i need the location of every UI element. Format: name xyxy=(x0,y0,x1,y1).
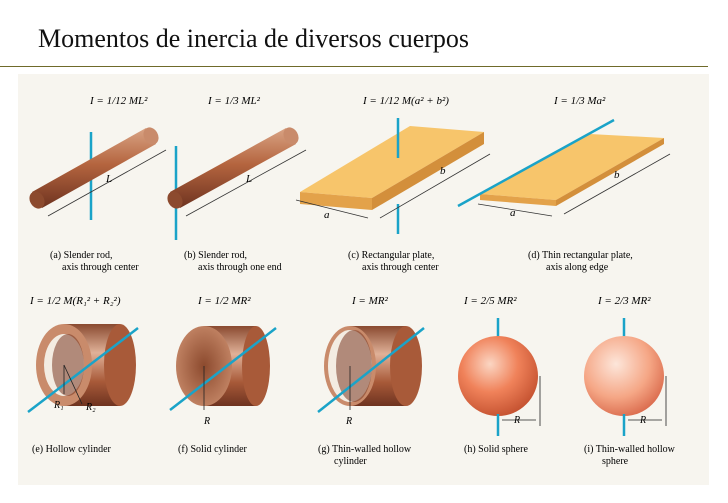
rotation-axis xyxy=(317,327,425,413)
rotation-axis xyxy=(457,118,615,208)
formula-e: I = 1/2 M(R₁² + R₂²) xyxy=(29,295,121,307)
caption-g-line1: (g) Thin-walled hollow xyxy=(318,444,412,455)
rectangular-plate-center: a b xyxy=(295,118,491,234)
solid-cylinder: R xyxy=(169,326,277,427)
hollow-cylinder: R₁ R₂ xyxy=(27,324,139,413)
height-label: b xyxy=(614,169,620,181)
caption-a-line1: (a) Slender rod, xyxy=(50,250,112,261)
radius-label: R xyxy=(639,415,646,426)
caption-f-line1: (f) Solid cylinder xyxy=(178,444,248,455)
hollow-sphere: R xyxy=(584,318,667,436)
caption-i-line1: (i) Thin-walled hollow xyxy=(584,444,676,455)
radius-label: R xyxy=(345,416,352,427)
formula-g: I = MR² xyxy=(351,295,388,307)
caption-d-line2: axis along edge xyxy=(546,262,609,273)
length-label: L xyxy=(105,173,112,185)
formula-b: I = 1/3 ML² xyxy=(207,95,261,107)
slender-rod-center: L xyxy=(29,127,167,220)
height-label: b xyxy=(440,165,446,177)
caption-e-line1: (e) Hollow cylinder xyxy=(32,444,112,455)
formula-c: I = 1/12 M(a² + b²) xyxy=(362,95,449,107)
solid-sphere: R xyxy=(458,318,541,436)
rotation-axis xyxy=(27,327,139,413)
caption-d-line1: (d) Thin rectangular plate, xyxy=(528,250,633,261)
caption-b-line2: axis through one end xyxy=(198,262,282,273)
caption-i-line2: sphere xyxy=(602,456,629,467)
radius-label: R xyxy=(203,416,210,427)
caption-b-line1: (b) Slender rod, xyxy=(184,250,247,261)
radius-label: R xyxy=(513,415,520,426)
outer-radius-label: R₂ xyxy=(85,402,96,413)
inner-radius-label: R₁ xyxy=(53,400,64,411)
formula-a: I = 1/12 ML² xyxy=(89,95,148,107)
page-title: Momentos de inercia de diversos cuerpos xyxy=(38,24,470,53)
rotation-axis xyxy=(169,327,277,411)
caption-g-line2: cylinder xyxy=(334,456,367,467)
slender-rod-end: L xyxy=(167,127,307,240)
formula-h: I = 2/5 MR² xyxy=(463,295,517,307)
inertia-figure: I = 1/12 ML² I = 1/3 ML² I = 1/12 M(a² +… xyxy=(27,95,676,467)
thin-plate-edge: a b xyxy=(457,118,671,219)
formula-i: I = 2/3 MR² xyxy=(597,295,651,307)
width-label: a xyxy=(510,207,516,219)
formula-f: I = 1/2 MR² xyxy=(197,295,251,307)
caption-a-line2: axis through center xyxy=(62,262,139,273)
length-label: L xyxy=(245,173,252,185)
title-divider xyxy=(0,66,708,67)
caption-c-line2: axis through center xyxy=(362,262,439,273)
caption-c-line1: (c) Rectangular plate, xyxy=(348,250,434,261)
thin-walled-cylinder: R xyxy=(317,326,425,427)
formula-d: I = 1/3 Ma² xyxy=(553,95,606,107)
caption-h-line1: (h) Solid sphere xyxy=(464,444,528,455)
width-label: a xyxy=(324,209,330,221)
